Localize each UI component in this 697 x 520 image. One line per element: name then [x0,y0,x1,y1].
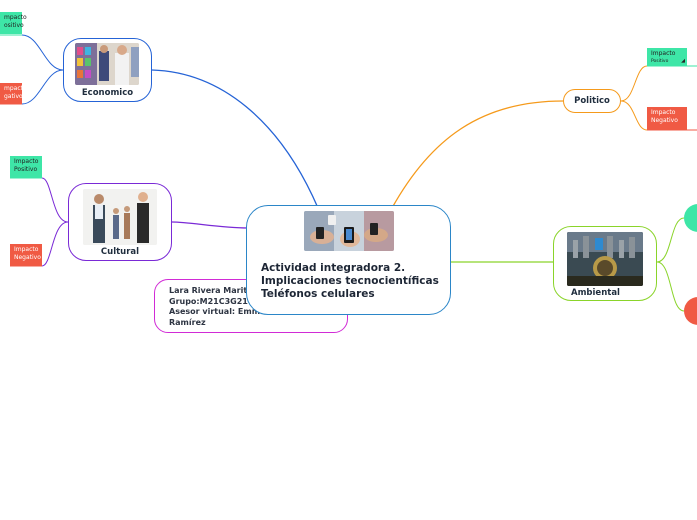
tag-cult-positive[interactable]: Impacto Positivo [10,156,42,178]
author-name: Lara Rivera Maritza [169,286,258,295]
central-title-line3: Teléfonos celulares [261,288,375,300]
store-shopping-photo [75,43,139,85]
node-cultural-label: Cultural [100,247,140,257]
business-people-talking-photo [83,189,157,245]
link-amb-neg [656,261,685,312]
tag-cult-negative[interactable]: Impacto Negativo [10,244,42,266]
expand-corner-icon[interactable]: ◢ [681,58,685,64]
tag-cult-negative-line1: Impacto [14,246,39,253]
node-politico-label: Politico [574,96,610,106]
central-title-line2: Implicaciones tecnocientíficas [261,275,439,287]
earth-pollution-photo [567,232,643,286]
node-cultural[interactable]: Cultural [68,183,172,261]
group-code: Grupo:M21C3G21-035 [169,296,268,306]
central-node[interactable]: Actividad integradora 2. Implicaciones t… [246,205,451,315]
link-amb-pos [656,217,685,263]
tag-econ-negative[interactable]: mpacto gativo [0,83,27,104]
link-econ-pos [21,34,64,71]
link-pol-pos [620,65,648,102]
tag-econ-positive[interactable]: mpacto ositivo [0,12,27,34]
tag-econ-positive-label: mpacto ositivo [4,14,27,29]
advisor-line: Asesor virtual: Emma Odila Fuentes [169,307,331,316]
node-economico-label: Economico [81,88,134,98]
node-ambiental-label: Ambiental [571,288,620,298]
node-politico[interactable]: Politico [563,89,621,113]
link-cult-pos [41,177,69,223]
tag-econ-negative-label: mpacto gativo [4,85,27,100]
node-economico[interactable]: Economico [63,38,152,102]
link-cultural [171,221,249,229]
tag-pol-negative-line2: Negativo [651,117,678,124]
tag-cult-positive-line2: Positivo [14,166,38,173]
tag-pol-positive-line1: Impacto [651,50,676,57]
tag-amb-negative[interactable] [684,297,697,325]
central-title: Actividad integradora 2. Implicaciones t… [261,262,439,301]
link-pol-neg [620,100,648,131]
tag-pol-negative-line1: Impacto [651,109,676,116]
people-using-smartphones-photo [304,211,394,251]
central-title-line1: Actividad integradora 2. [261,262,406,274]
tag-pol-positive[interactable]: Impacto Positivo ◢ [647,48,687,66]
link-economico [151,69,319,209]
tag-pol-positive-line2: Positivo [651,59,669,64]
advisor-surname: Ramírez [169,317,206,327]
link-econ-neg [21,69,64,105]
tag-cult-positive-line1: Impacto [14,158,39,165]
tag-cult-negative-line2: Negativo [14,254,41,261]
link-cult-neg [41,221,69,267]
tag-amb-positive[interactable] [684,204,697,232]
node-ambiental[interactable]: Ambiental [553,226,657,301]
link-politico [391,100,564,209]
tag-pol-negative[interactable]: Impacto Negativo [647,107,687,130]
